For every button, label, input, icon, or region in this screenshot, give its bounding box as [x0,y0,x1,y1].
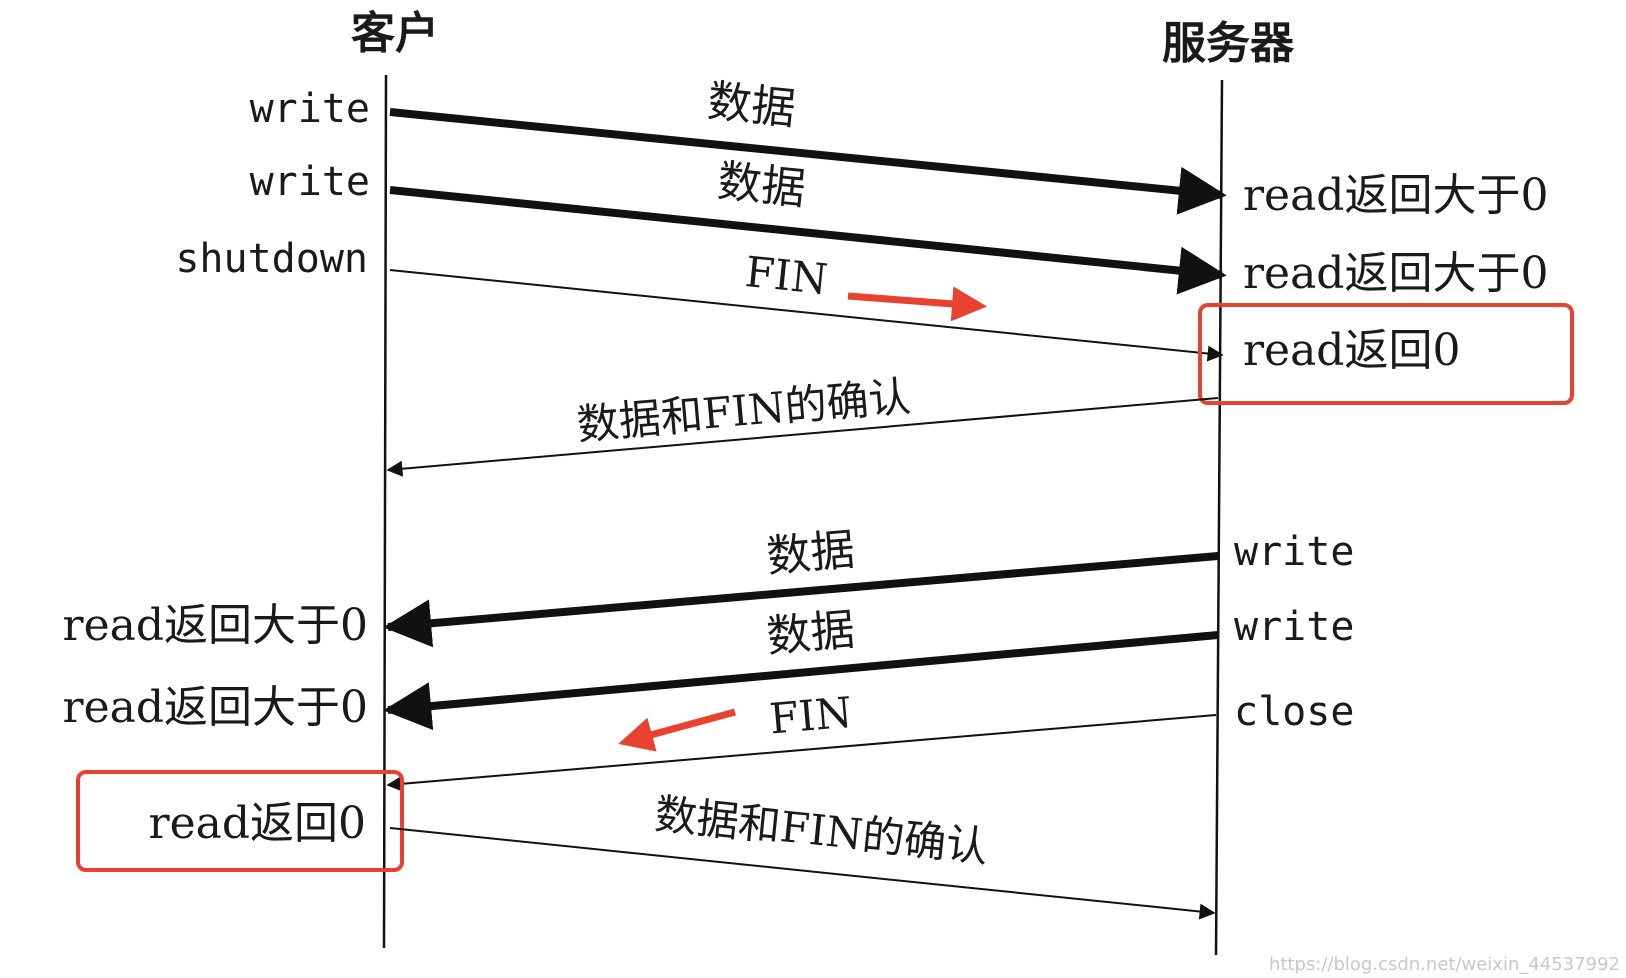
client-lifeline [382,74,388,949]
client-read-0-label: read返回0 [149,798,366,849]
client-read-gt0-label-1: read返回大于0 [63,600,368,651]
server-read-gt0-label-2: read返回大于0 [1243,248,1548,299]
data-message-label-2: 数据 [715,156,808,215]
server-lifeline [1214,79,1224,956]
annotation-arrow-left [618,708,736,752]
client-header: 客户 [351,8,439,59]
server-write-label-2: write [1234,604,1354,650]
annotation-arrow-right [847,286,987,322]
data-arrow-2 [389,186,1227,295]
data-arrow-4 [383,631,1219,731]
ack-arrow-1 [386,397,1219,477]
data-message-label-1: 数据 [705,76,798,135]
client-read-gt0-label-2: read返回大于0 [63,682,368,733]
server-header: 服务器 [1162,18,1295,69]
server-close-label: close [1234,689,1354,735]
data-arrow-1 [389,108,1227,215]
server-read-0-label: read返回0 [1243,325,1460,376]
ack-message-label-1: 数据和FIN的确认 [575,372,912,450]
watermark-text: https://blog.csdn.net/weixin_44537992 [1269,954,1620,975]
client-read-0-highlight-box [76,770,404,872]
client-write-label-1: write [250,86,370,132]
client-write-label-2: write [250,159,370,205]
fin-arrow-1 [389,269,1224,362]
server-write-label-1: write [1234,529,1354,575]
ack-arrow-2 [389,827,1216,920]
fin-message-label-2: FIN [768,688,854,744]
fin-message-label-1: FIN [743,247,830,304]
server-read-0-highlight-box [1198,303,1574,405]
server-read-gt0-label-1: read返回大于0 [1243,170,1548,221]
client-shutdown-label: shutdown [175,236,368,282]
data-arrow-3 [383,552,1219,648]
data-message-label-3: 数据 [765,524,857,582]
fin-arrow-2 [386,714,1217,792]
data-message-label-4: 数据 [765,604,857,662]
